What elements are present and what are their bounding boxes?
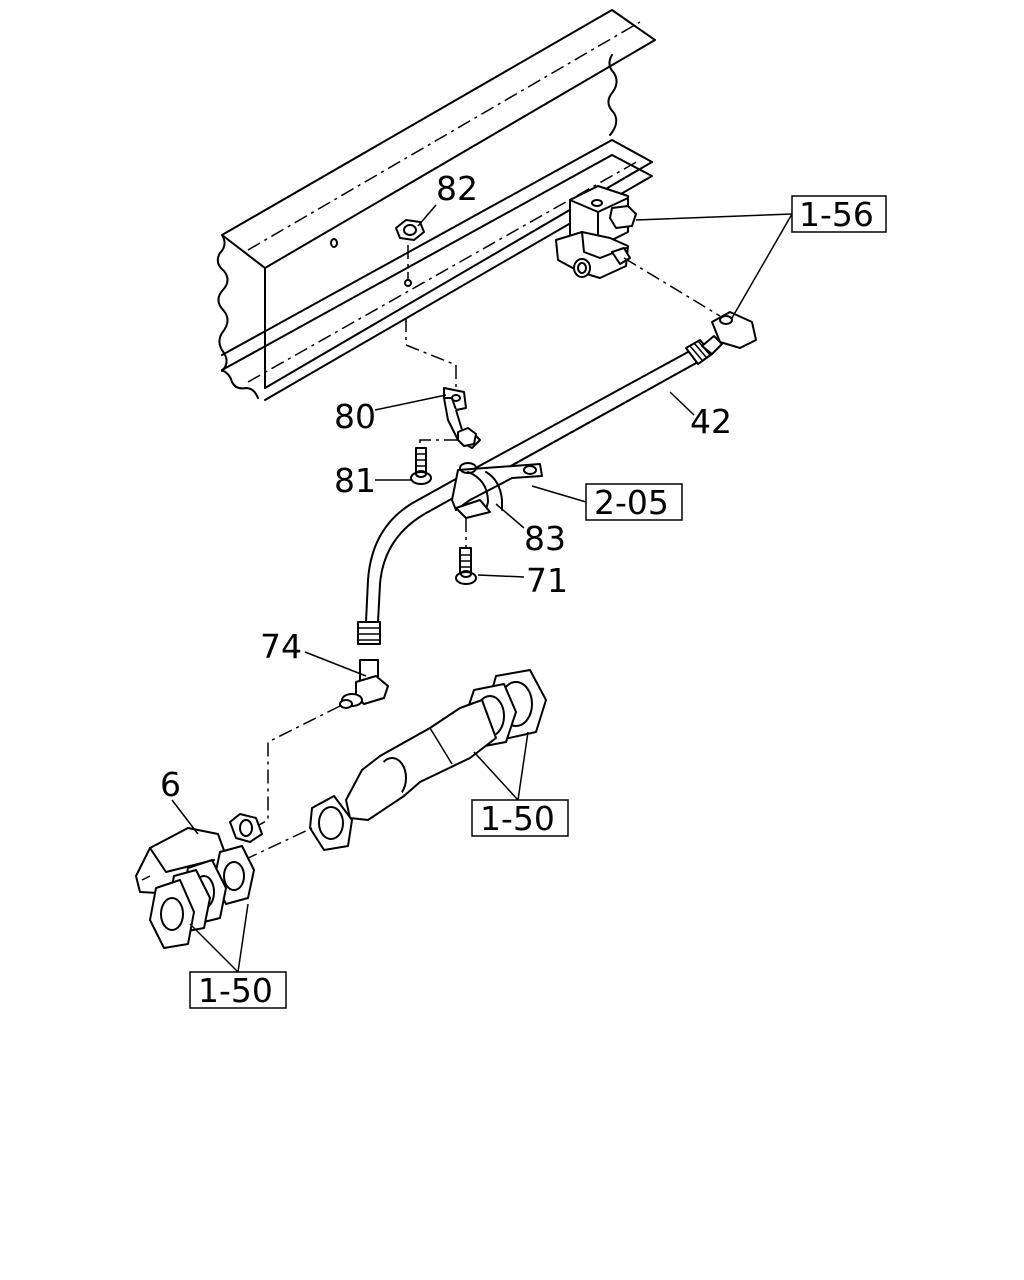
hose-42 bbox=[357, 311, 757, 645]
label-71: 71 bbox=[526, 561, 568, 600]
frame-rail bbox=[216, 9, 656, 401]
ref-box-1-50-lower: 1-50 bbox=[189, 971, 287, 1010]
ref-box-1-50-upper: 1-50 bbox=[471, 799, 569, 838]
label-82: 82 bbox=[436, 169, 478, 208]
ref-1-50-upper-text: 1-50 bbox=[480, 799, 555, 838]
bolt-81 bbox=[410, 447, 432, 485]
bracket-80 bbox=[405, 318, 481, 455]
ref-2-05-text: 2-05 bbox=[594, 483, 669, 522]
label-6: 6 bbox=[160, 765, 181, 804]
label-42: 42 bbox=[690, 402, 732, 441]
ref-1-56-text: 1-56 bbox=[799, 195, 874, 234]
label-80: 80 bbox=[334, 397, 376, 436]
exhaust-brake-6 bbox=[135, 813, 313, 949]
label-74: 74 bbox=[260, 627, 302, 666]
exhaust-pipe bbox=[309, 669, 547, 851]
ref-box-1-56: 1-56 bbox=[791, 195, 887, 234]
ref-1-50-lower-text: 1-50 bbox=[198, 971, 273, 1010]
leader-lines bbox=[171, 204, 793, 973]
label-83: 83 bbox=[524, 519, 566, 558]
valve-1-56 bbox=[555, 185, 721, 317]
clamp-83 bbox=[451, 462, 543, 519]
bolt-71 bbox=[455, 518, 477, 585]
label-81: 81 bbox=[334, 461, 376, 500]
nut-82 bbox=[395, 219, 425, 280]
ref-box-2-05: 2-05 bbox=[585, 483, 683, 522]
